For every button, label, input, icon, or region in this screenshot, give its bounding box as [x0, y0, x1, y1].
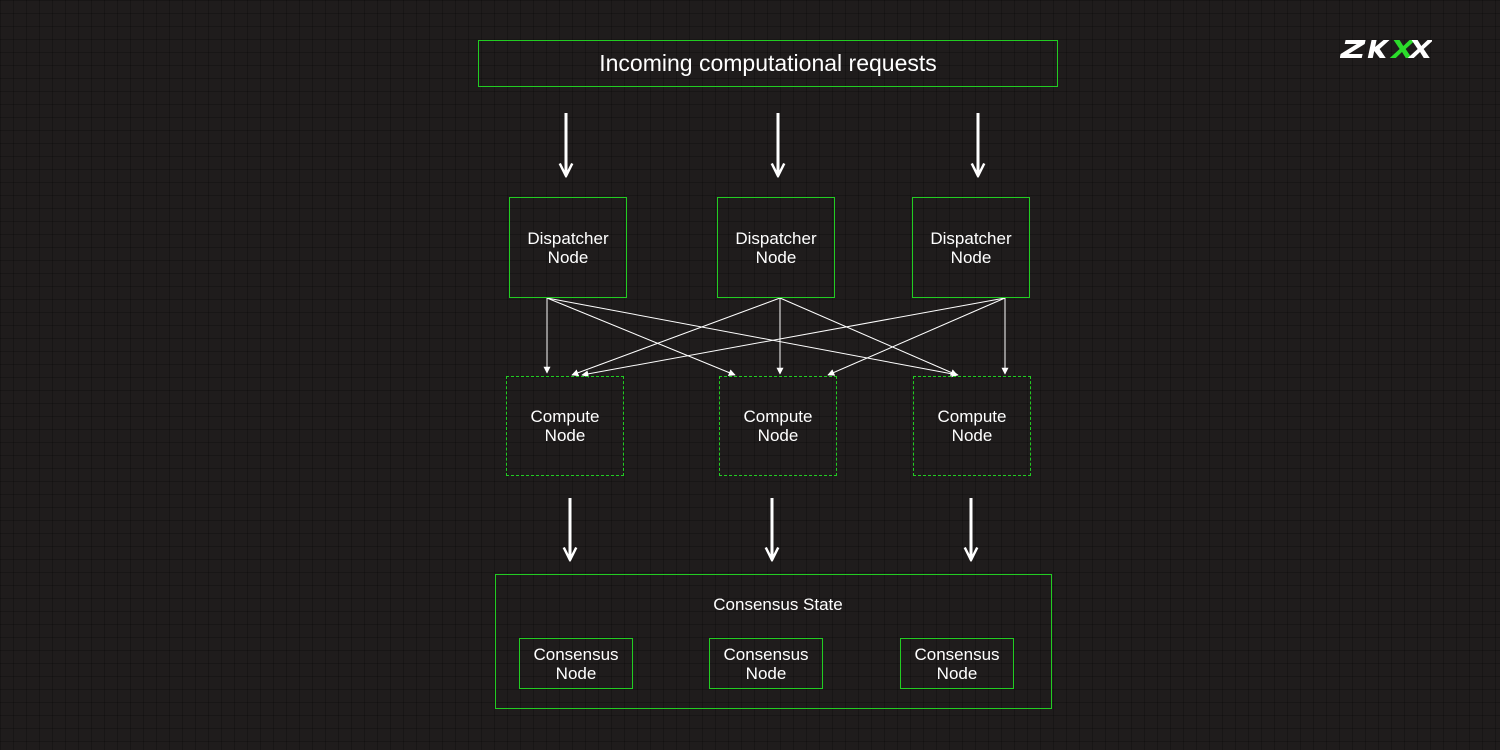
incoming-requests-box: Incoming computational requests [478, 40, 1058, 87]
compute-node-label: Compute Node [743, 407, 813, 445]
edge-d2-c1 [571, 297, 781, 377]
zkx-logo [1339, 38, 1434, 65]
dispatcher-node-3: Dispatcher Node [912, 197, 1030, 298]
incoming-requests-label: Incoming computational requests [599, 50, 937, 76]
edge-d2-c3 [779, 297, 958, 376]
edge-d1-c3 [546, 297, 959, 378]
dispatcher-node-1: Dispatcher Node [509, 197, 627, 298]
compute-node-label: Compute Node [937, 407, 1007, 445]
compute-node-2: Compute Node [719, 376, 837, 476]
compute-node-label: Compute Node [530, 407, 600, 445]
zkx-logo-icon [1339, 40, 1434, 58]
consensus-node-label: Consensus Node [533, 644, 619, 683]
edge-d1-c2 [546, 297, 736, 376]
dispatcher-node-label: Dispatcher Node [735, 228, 817, 267]
compute-node-1: Compute Node [506, 376, 624, 476]
dispatcher-node-label: Dispatcher Node [930, 228, 1012, 267]
consensus-node-label: Consensus Node [723, 644, 809, 683]
consensus-node-label: Consensus Node [914, 644, 1000, 683]
consensus-node-1: Consensus Node [519, 638, 633, 689]
dispatcher-node-label: Dispatcher Node [527, 228, 609, 267]
consensus-state-title: Consensus State [713, 595, 843, 614]
dispatcher-node-2: Dispatcher Node [717, 197, 835, 298]
consensus-state-container [495, 574, 1052, 709]
edge-d3-c2 [827, 297, 1006, 376]
edge-d3-c1 [581, 297, 1006, 378]
compute-node-3: Compute Node [913, 376, 1031, 476]
consensus-node-2: Consensus Node [709, 638, 823, 689]
consensus-node-3: Consensus Node [900, 638, 1014, 689]
